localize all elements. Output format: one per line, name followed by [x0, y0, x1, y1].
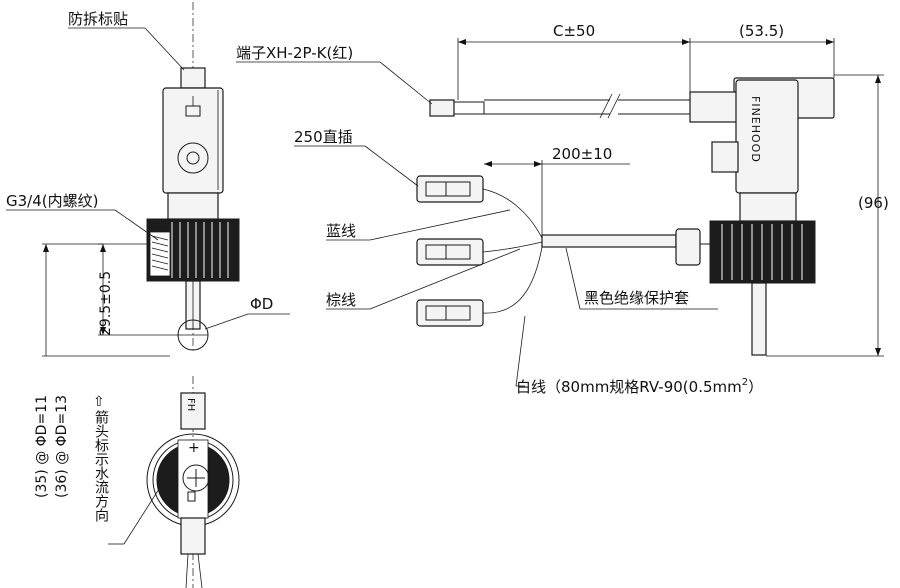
- white-wire-callout: 白线（80mm规格RV-90(0.5mm2）: [515, 315, 763, 396]
- sheath-label: 黑色绝缘保护套: [584, 289, 689, 307]
- brown-wire-callout: 棕线: [326, 248, 521, 310]
- terminal-callout: 端子XH-2P-K(红): [236, 44, 433, 105]
- wire-length-label: 200±10: [552, 145, 612, 163]
- height-label: (96): [858, 194, 889, 212]
- probe-length-label: 29.5±0.5: [98, 271, 114, 336]
- blue-wire-callout: 蓝线: [326, 209, 511, 241]
- head-width-label: (53.5): [739, 22, 784, 40]
- knurl-lines: [171, 222, 229, 278]
- white-wire-prefix: 白线（80mm规格RV-90(0.5mm: [516, 378, 742, 396]
- front-view: [146, 2, 240, 351]
- anti-removal-callout: 防拆标贴: [68, 10, 185, 71]
- fh-mark: FH: [185, 398, 196, 411]
- brown-wire-label: 棕线: [326, 291, 356, 309]
- side-knurl: [721, 224, 803, 280]
- side-view: FINEHOOD: [416, 77, 835, 356]
- tabs: [416, 175, 484, 327]
- arrow-note-text: 箭头标示水流方向: [93, 409, 109, 522]
- cable-length-label: C±50: [553, 22, 595, 40]
- terminal-label: 端子XH-2P-K(红): [236, 44, 353, 62]
- arrow-symbol: ⇧: [93, 394, 105, 410]
- height-dimension: (96): [766, 74, 889, 357]
- phi-d-callout: ΦD: [204, 295, 290, 330]
- blue-wire-label: 蓝线: [326, 222, 356, 240]
- sheath-callout: 黑色绝缘保护套: [565, 247, 718, 310]
- tab-250-label: 250直插: [294, 128, 353, 146]
- dia-13-label: (36) @ ΦD=13: [54, 395, 70, 498]
- head-dimension: (53.5): [690, 22, 835, 78]
- tab-callout: 250直插: [294, 128, 419, 187]
- cable-dimension: C±50: [457, 22, 691, 100]
- white-wire-sup: 2: [742, 377, 748, 388]
- white-wire-suffix: ）: [748, 378, 763, 396]
- dia-11-label: (35) @ ΦD=11: [34, 395, 50, 498]
- overall-dimension: [42, 243, 170, 357]
- anti-removal-label: 防拆标贴: [68, 10, 128, 28]
- thread-label: G3/4(内螺纹): [6, 192, 98, 210]
- white-wire-label: 白线（80mm规格RV-90(0.5mm2）: [516, 377, 763, 396]
- wire-dimension: 200±10: [484, 145, 630, 236]
- thread-callout: G3/4(内螺纹): [6, 192, 159, 241]
- phi-d-label: ΦD: [250, 295, 273, 313]
- bottom-view: FH +: [146, 376, 240, 588]
- plus-mark: +: [188, 440, 200, 456]
- probe-dimension: 29.5±0.5: [98, 243, 178, 336]
- brand-text: FINEHOOD: [749, 96, 762, 163]
